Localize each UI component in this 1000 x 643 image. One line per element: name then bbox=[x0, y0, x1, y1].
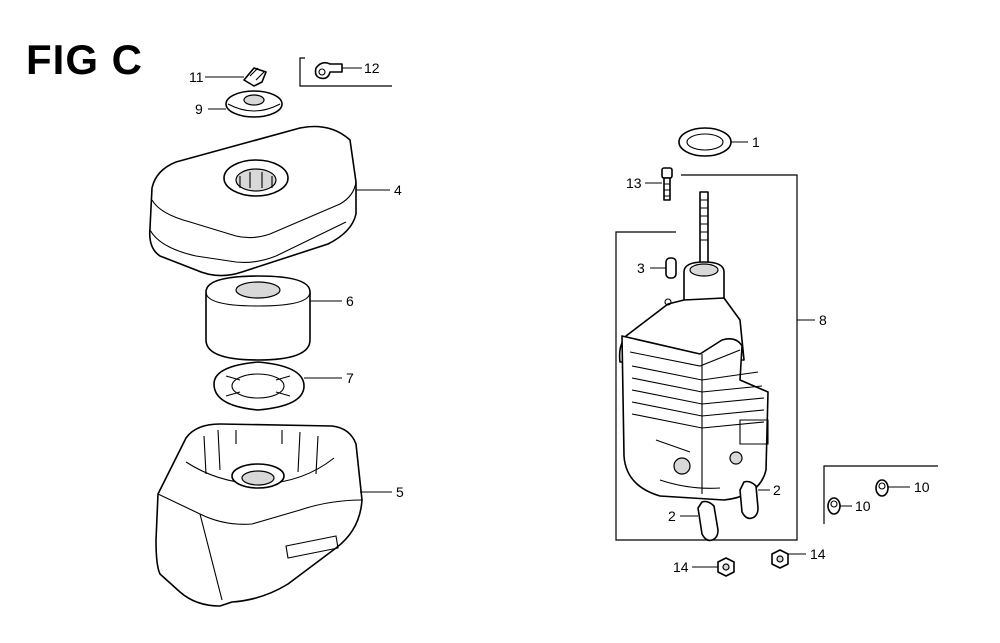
part-3-pin bbox=[665, 257, 677, 279]
callout-1: 1 bbox=[752, 134, 760, 150]
callout-14a: 14 bbox=[673, 559, 689, 575]
callout-10a: 10 bbox=[914, 479, 930, 495]
callout-12: 12 bbox=[364, 60, 380, 76]
part-5-case bbox=[155, 423, 363, 607]
bracket-10 bbox=[823, 465, 938, 524]
callout-11: 11 bbox=[189, 69, 204, 85]
part-4-cover bbox=[148, 125, 357, 277]
part-1-oring bbox=[678, 127, 732, 157]
part-14-nut-b bbox=[771, 549, 789, 569]
part-10-cap-b bbox=[827, 497, 841, 515]
callout-10b: 10 bbox=[855, 498, 871, 514]
part-12-clip bbox=[314, 61, 343, 80]
part-7-gasket bbox=[213, 361, 305, 411]
part-6-filter bbox=[205, 275, 311, 361]
callout-6: 6 bbox=[346, 293, 354, 309]
part-9-nut bbox=[225, 90, 283, 118]
part-8-body bbox=[618, 191, 769, 501]
callout-7: 7 bbox=[346, 370, 354, 386]
part-2-sleeve-a bbox=[739, 480, 759, 520]
part-11-clip bbox=[243, 67, 267, 87]
part-14-nut-a bbox=[717, 557, 735, 577]
callout-2b: 2 bbox=[668, 508, 676, 524]
callout-2a: 2 bbox=[773, 482, 781, 498]
callout-4: 4 bbox=[394, 182, 402, 198]
callout-3: 3 bbox=[637, 260, 645, 276]
part-13-bolt bbox=[661, 167, 673, 201]
figure-title: FIG C bbox=[26, 36, 143, 83]
part-2-sleeve-b bbox=[697, 500, 719, 542]
bracket-12 bbox=[299, 57, 392, 87]
part-10-cap-a bbox=[875, 479, 889, 497]
callout-14b: 14 bbox=[810, 546, 826, 562]
callout-9: 9 bbox=[195, 101, 203, 117]
callout-13: 13 bbox=[626, 175, 642, 191]
callout-5: 5 bbox=[396, 484, 404, 500]
callout-8: 8 bbox=[819, 312, 827, 328]
